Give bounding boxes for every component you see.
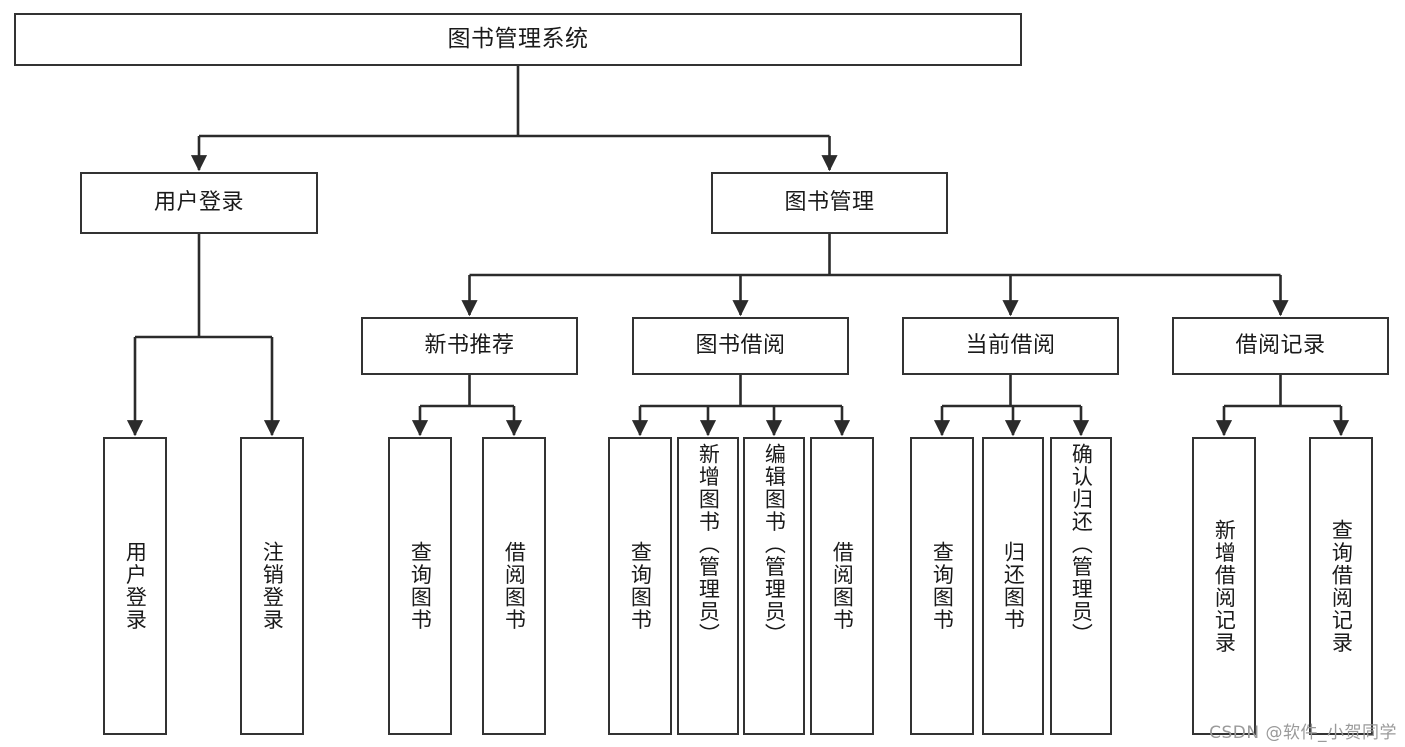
node-label: 归还图书	[1001, 541, 1026, 631]
node-label: 编辑图书（管理员）	[762, 443, 787, 646]
node-book-borrow[interactable]: 图书借阅	[632, 317, 849, 375]
node-label: 查询图书	[930, 541, 955, 631]
node-label: 新书推荐	[424, 332, 515, 358]
node-leaf-bb-edit[interactable]: 编辑图书（管理员）	[743, 437, 805, 735]
node-label: 图书借阅	[695, 332, 786, 358]
node-leaf-cb-return[interactable]: 归还图书	[982, 437, 1044, 735]
node-label: 图书管理系统	[447, 25, 589, 52]
node-leaf-bb-add[interactable]: 新增图书（管理员）	[677, 437, 739, 735]
node-label: 查询图书	[408, 541, 433, 631]
node-label: 新增图书（管理员）	[696, 443, 721, 646]
node-label: 新增借阅记录	[1212, 518, 1237, 654]
node-leaf-bb-query[interactable]: 查询图书	[608, 437, 672, 735]
node-leaf-br-query[interactable]: 查询借阅记录	[1309, 437, 1373, 735]
node-current-borrow[interactable]: 当前借阅	[902, 317, 1119, 375]
node-label: 用户登录	[153, 189, 244, 215]
node-leaf-rec-query[interactable]: 查询图书	[388, 437, 452, 735]
node-book-manage[interactable]: 图书管理	[711, 172, 948, 234]
node-new-book-rec[interactable]: 新书推荐	[361, 317, 578, 375]
csdn-watermark: CSDN @软件_小贺同学	[1209, 723, 1397, 743]
node-root[interactable]: 图书管理系统	[14, 13, 1022, 66]
node-label: 查询借阅记录	[1329, 518, 1354, 654]
node-borrow-record[interactable]: 借阅记录	[1172, 317, 1389, 375]
node-leaf-br-add[interactable]: 新增借阅记录	[1192, 437, 1256, 735]
node-label: 确认归还（管理员）	[1069, 443, 1094, 646]
node-leaf-cb-confirm[interactable]: 确认归还（管理员）	[1050, 437, 1112, 735]
node-label: 借阅记录	[1235, 332, 1326, 358]
node-label: 当前借阅	[965, 332, 1056, 358]
node-label: 查询图书	[628, 541, 653, 631]
node-leaf-cb-query[interactable]: 查询图书	[910, 437, 974, 735]
node-leaf-bb-borrow[interactable]: 借阅图书	[810, 437, 874, 735]
node-label: 图书管理	[784, 189, 875, 215]
node-label: 借阅图书	[830, 541, 855, 631]
node-label: 用户登录	[123, 541, 148, 631]
node-label: 注销登录	[260, 541, 285, 631]
node-leaf-user-login[interactable]: 用户登录	[103, 437, 167, 735]
node-label: 借阅图书	[502, 541, 527, 631]
node-leaf-user-logout[interactable]: 注销登录	[240, 437, 304, 735]
node-user-login[interactable]: 用户登录	[80, 172, 318, 234]
node-leaf-rec-borrow[interactable]: 借阅图书	[482, 437, 546, 735]
